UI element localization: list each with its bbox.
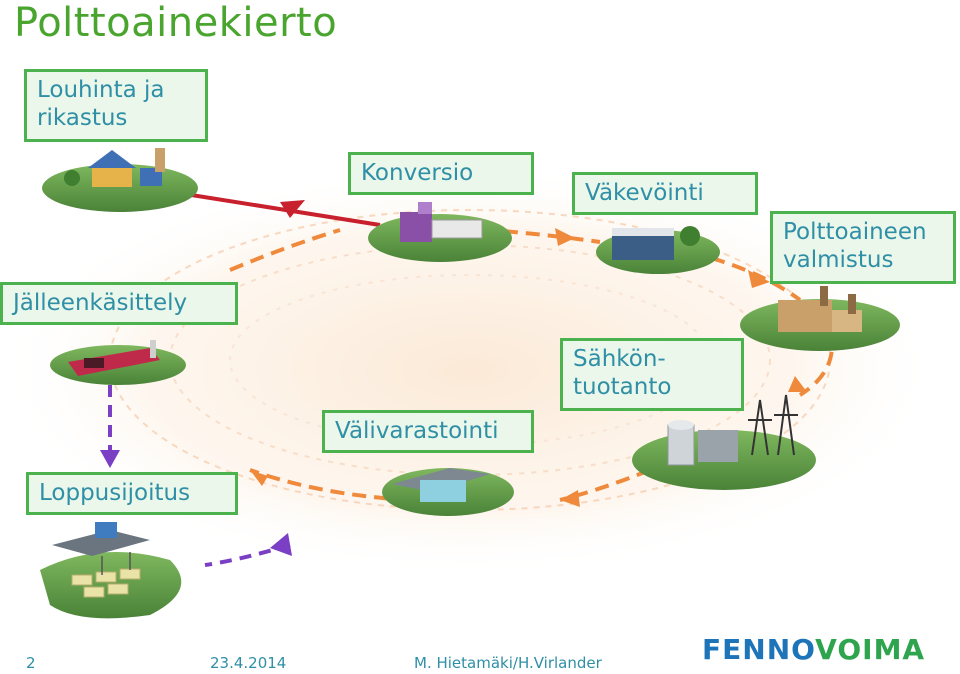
arrow-mining-to-conversion (159, 188, 381, 227)
island-interim-storage (382, 468, 514, 516)
label-final-disposal: Loppusijoitus (26, 472, 238, 515)
label-enrichment: Väkevöinti (572, 172, 758, 215)
fennovoima-logo: FENNOVOIMA (702, 633, 925, 666)
island-mining (42, 148, 198, 212)
disposal-tunnels (71, 568, 141, 598)
label-power-generation: Sähkön- tuotanto (560, 338, 744, 411)
island-power-generation (632, 394, 816, 490)
label-reprocessing: Jälleenkäsittely (0, 282, 238, 325)
page-number: 2 (26, 654, 36, 672)
footer-authors: M. Hietamäki/H.Virlander (414, 654, 602, 672)
island-reprocessing (50, 340, 186, 385)
island-final-disposal (40, 522, 182, 619)
island-enrichment (596, 226, 720, 274)
island-conversion (368, 202, 512, 262)
label-mining: Louhinta ja rikastus (24, 69, 208, 142)
island-fuel-fabrication (740, 286, 900, 351)
footer-date: 23.4.2014 (210, 654, 287, 672)
label-interim-storage: Välivarastointi (322, 410, 534, 453)
label-conversion: Konversio (348, 152, 534, 195)
purple-arrowheads (100, 450, 292, 556)
page-title: Polttoainekierto (14, 0, 338, 46)
orange-arrowheads (250, 228, 807, 507)
label-fuel-fabrication: Polttoaineen valmistus (770, 211, 956, 284)
logo-part-fenno: FENNO (702, 633, 816, 666)
logo-part-voima: VOIMA (815, 633, 926, 666)
